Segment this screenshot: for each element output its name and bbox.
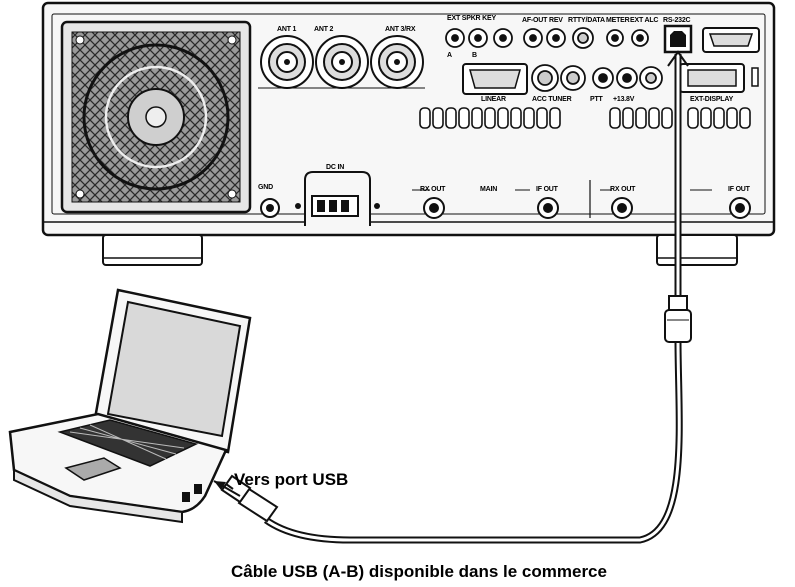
coax-connector-icon: [260, 35, 314, 89]
device-feet: [102, 234, 738, 266]
usb-cable: [263, 50, 689, 544]
gnd-label: GND: [258, 184, 273, 191]
antenna-connectors: [258, 35, 425, 89]
meter-label: METER: [606, 17, 630, 24]
audio-jacks: [445, 27, 649, 49]
if-out-sub-label: IF OUT: [728, 186, 750, 193]
ext-display-label: EXT-DISPLAY: [690, 96, 734, 103]
rx-out-main-label: RX OUT: [420, 186, 446, 193]
coax-connector-icon: [370, 35, 424, 89]
main-label: MAIN: [480, 186, 498, 193]
cooling-fan-icon: [60, 20, 252, 214]
rtty-data-label: RTTY/DATA: [568, 17, 605, 24]
linear-label: LINEAR: [481, 96, 506, 103]
ext-spkr-key-label: EXT SPKR KEY: [447, 15, 496, 22]
ant1-label: ANT 1: [277, 26, 297, 33]
dc-in-label: DC IN: [326, 164, 345, 171]
dc-in-connector: [295, 171, 380, 226]
sub-label-a: A: [447, 52, 452, 59]
usb-cable-label: Câble USB (A-B) disponible dans le comme…: [231, 562, 607, 581]
ext-alc-label: EXT ALC: [630, 17, 659, 24]
laptop-icon: [8, 288, 252, 524]
usb-b-port-icon: [663, 24, 693, 54]
af-out-rev-label: AF-OUT REV: [522, 17, 563, 24]
coax-connector-icon: [315, 35, 369, 89]
if-out-main-label: IF OUT: [536, 186, 558, 193]
arrow-to-usb-port: [213, 480, 241, 497]
rx-out-sub-label: RX OUT: [610, 186, 636, 193]
voltage-label: +13.8V: [613, 96, 635, 103]
rs232c-label: RS-232C: [663, 17, 691, 24]
gnd-terminal: [260, 198, 280, 218]
usb-b-plug-icon: [664, 295, 692, 343]
sub-label-b: B: [472, 52, 477, 59]
ptt-label: PTT: [590, 96, 603, 103]
usb-a-plug-icon: [220, 474, 279, 523]
transceiver-rear-panel: [41, 1, 776, 266]
ant2-label: ANT 2: [314, 26, 334, 33]
lower-panel: [260, 171, 751, 226]
vent-slots: [419, 107, 751, 129]
acc-tuner-connectors: [531, 64, 663, 92]
ant3-label: ANT 3/RX: [385, 26, 416, 33]
acc-tuner-label: ACC TUNER: [532, 96, 572, 103]
usb-port-label: Vers port USB: [234, 470, 349, 489]
rs232c-port: [702, 27, 760, 53]
coax-connector-icon: [423, 197, 751, 219]
linear-connector: [462, 63, 528, 95]
